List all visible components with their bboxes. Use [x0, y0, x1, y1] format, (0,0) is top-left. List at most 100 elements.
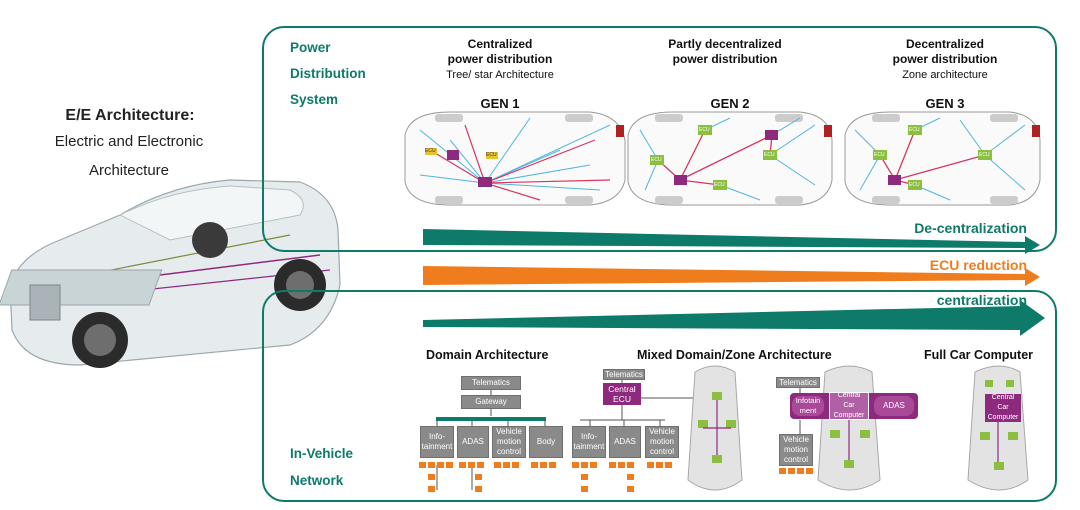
- orange-ecu: [540, 462, 547, 468]
- mixed-infotainment-pill: Infotain ment: [792, 396, 824, 416]
- power-label-3: System: [290, 92, 339, 107]
- gen2-topology: [627, 111, 833, 206]
- mixed-architecture-title: Mixed Domain/Zone Architecture: [637, 348, 832, 362]
- orange-ecu: [494, 462, 501, 468]
- mixed-adas-pill: ADAS: [874, 396, 914, 416]
- orange-ecu: [590, 462, 597, 468]
- orange-ecu: [627, 474, 634, 480]
- power-distribution-panel: [262, 26, 1057, 252]
- mixed-infotainment-box: Info- tainment: [572, 426, 606, 458]
- ecu-label: ECU: [764, 152, 775, 158]
- ecu-label: ECU: [699, 127, 710, 133]
- mixed-central-car-computer: Central Car Computer: [829, 392, 869, 420]
- decentralization-label: De-centralization: [914, 220, 1027, 236]
- ecu-reduction-label: ECU reduction: [929, 257, 1027, 273]
- ecu-reduction-arrow: [423, 266, 1040, 286]
- gen1-header: Centralized power distribution: [420, 37, 580, 67]
- orange-ecu: [437, 462, 444, 468]
- domain-gateway-box: Gateway: [461, 395, 521, 409]
- orange-ecu: [468, 462, 475, 468]
- gen3-topology: [844, 111, 1041, 206]
- gen1-header-line2: power distribution: [447, 52, 553, 66]
- ecu-label: ECU: [425, 148, 436, 154]
- domain-infotainment-box: Info- tainment: [420, 426, 454, 458]
- ee-architecture-subtitle-1: Electric and Electronic: [54, 133, 204, 150]
- orange-ecu: [656, 462, 663, 468]
- mixed-telematics2-box: Telematics: [776, 377, 820, 388]
- orange-ecu: [428, 462, 435, 468]
- gen1-label: GEN 1: [480, 96, 520, 111]
- ecu-label: ECU: [714, 182, 725, 188]
- mixed-vmc2-box: Vehicle motion control: [779, 434, 813, 466]
- orange-ecu: [581, 474, 588, 480]
- orange-ecu: [428, 474, 435, 480]
- in-vehicle-network-panel: [262, 290, 1057, 502]
- network-label-2: Network: [290, 473, 344, 488]
- ecu-label: ECU: [979, 152, 990, 158]
- mixed-adas-box: ADAS: [609, 426, 641, 458]
- mixed-car-topview-1: [687, 365, 743, 491]
- full-car-computer-title: Full Car Computer: [924, 348, 1034, 362]
- mixed-central-ecu-box: Central ECU: [603, 383, 641, 405]
- orange-ecu: [627, 486, 634, 492]
- orange-ecu: [428, 486, 435, 492]
- orange-ecu: [446, 462, 453, 468]
- mixed-telematics-box: Telematics: [603, 369, 645, 380]
- gen3-sub: Zone architecture: [902, 69, 988, 81]
- gen1-topology: [404, 111, 626, 206]
- orange-ecu: [609, 462, 616, 468]
- orange-ecu: [477, 462, 484, 468]
- orange-ecu: [419, 462, 426, 468]
- orange-ecu: [797, 468, 804, 474]
- centralization-label: centralization: [936, 292, 1027, 308]
- decentralization-arrow: [423, 229, 1040, 254]
- orange-ecu: [581, 462, 588, 468]
- gen3-header-line1: Decentralized: [905, 37, 985, 51]
- orange-ecu: [788, 468, 795, 474]
- car-illustration: [0, 179, 341, 368]
- orange-ecu: [618, 462, 625, 468]
- ee-architecture-subtitle-2: Architecture: [88, 162, 170, 179]
- mixed-connectors: [580, 380, 801, 434]
- orange-ecu: [779, 468, 786, 474]
- orange-ecu: [549, 462, 556, 468]
- full-central-car-computer: Central Car Computer: [985, 394, 1021, 422]
- domain-telematics-box: Telematics: [461, 376, 521, 390]
- orange-ecu: [581, 486, 588, 492]
- power-label-1: Power: [290, 40, 331, 55]
- orange-ecu: [647, 462, 654, 468]
- orange-ecu: [475, 474, 482, 480]
- gen2-header: Partly decentralized power distribution: [640, 37, 810, 67]
- centralization-arrow: [423, 300, 1045, 336]
- ecu-label: ECU: [909, 127, 920, 133]
- orange-ecu: [512, 462, 519, 468]
- orange-ecu: [806, 468, 813, 474]
- orange-ecu: [459, 462, 466, 468]
- ecu-label: ECU: [909, 182, 920, 188]
- orange-ecu: [531, 462, 538, 468]
- domain-body-box: Body: [529, 426, 563, 458]
- gen3-label: GEN 3: [925, 96, 965, 111]
- ecu-label: ECU: [486, 152, 497, 158]
- domain-adas-box: ADAS: [457, 426, 489, 458]
- orange-ecu: [475, 486, 482, 492]
- domain-vmc-box: Vehicle motion control: [492, 426, 526, 458]
- gen2-header-line2: power distribution: [672, 52, 778, 66]
- orange-ecu: [503, 462, 510, 468]
- mixed-vmc-box: Vehicle motion control: [645, 426, 679, 458]
- gen2-label: GEN 2: [710, 96, 750, 111]
- domain-architecture-title: Domain Architecture: [426, 348, 549, 362]
- orange-ecu: [572, 462, 579, 468]
- gen3-header-line2: power distribution: [892, 52, 998, 66]
- ecu-label: ECU: [874, 152, 885, 158]
- power-label-2: Distribution: [290, 66, 366, 81]
- gen2-header-line1: Partly decentralized: [668, 37, 782, 51]
- gen1-sub: Tree/ star Architecture: [446, 69, 554, 81]
- orange-ecu: [665, 462, 672, 468]
- gen3-header: Decentralized power distribution: [870, 37, 1020, 67]
- ecu-label: ECU: [651, 157, 662, 163]
- gen1-header-line1: Centralized: [467, 37, 533, 51]
- ee-architecture-title: E/E Architecture:: [65, 107, 195, 124]
- network-label-1: In-Vehicle: [290, 446, 354, 461]
